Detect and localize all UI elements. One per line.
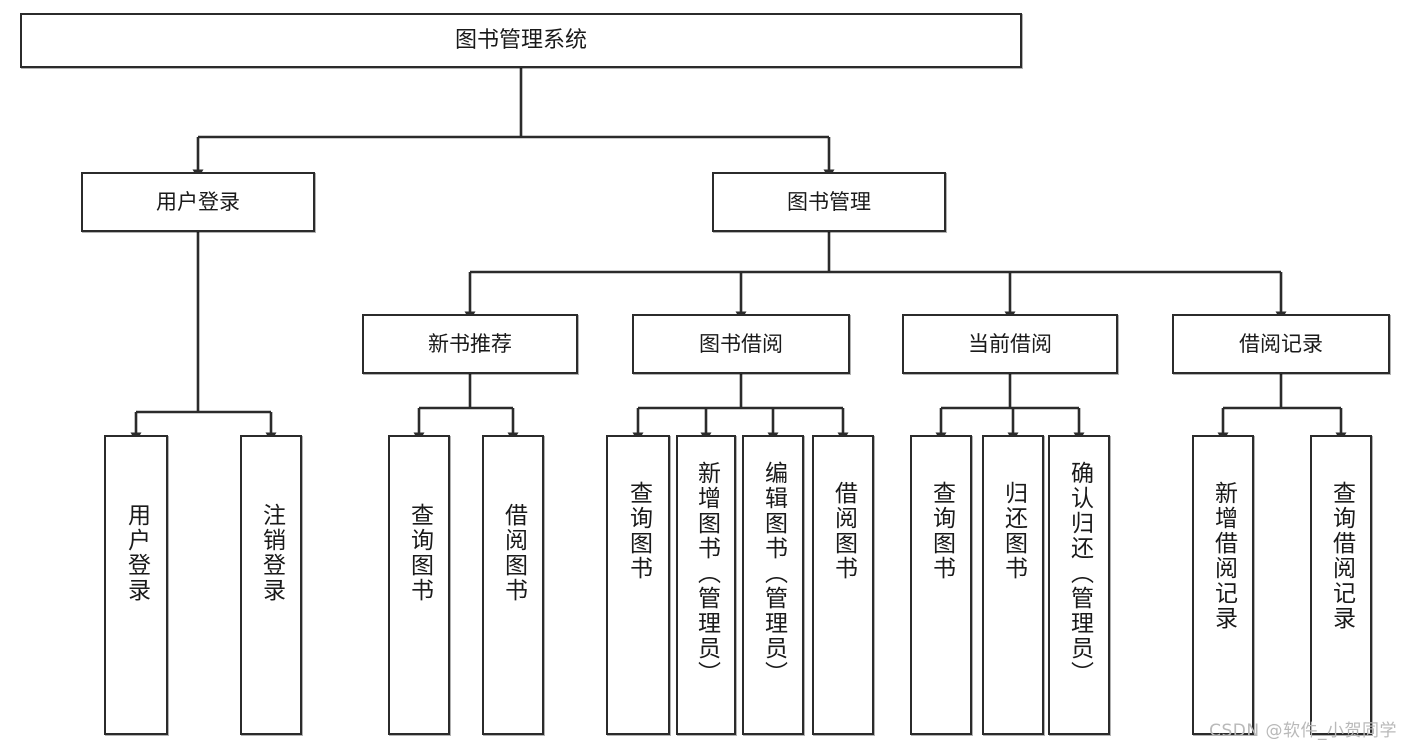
node-current[interactable]: 当前借阅 (902, 314, 1118, 374)
node-label: 图书借阅 (699, 331, 783, 356)
node-nb_query[interactable]: 查询图书 (388, 435, 450, 735)
node-nb_borrow[interactable]: 借阅图书 (482, 435, 544, 735)
node-borrow[interactable]: 图书借阅 (632, 314, 850, 374)
node-label: 借阅记录 (1239, 331, 1323, 356)
node-cur_return[interactable]: 归还图书 (982, 435, 1044, 735)
node-label: 注销登录 (258, 503, 285, 603)
node-label: 归还图书 (1000, 481, 1027, 581)
node-label: 图书管理系统 (454, 27, 587, 53)
node-rec_query[interactable]: 查询借阅记录 (1310, 435, 1372, 735)
node-label: 新书推荐 (428, 331, 512, 356)
node-l_login[interactable]: 用户登录 (104, 435, 168, 735)
node-root[interactable]: 图书管理系统 (20, 13, 1022, 68)
node-newbook[interactable]: 新书推荐 (362, 314, 578, 374)
watermark-text: CSDN @软件_小贺同学 (1209, 721, 1397, 741)
node-rec_add[interactable]: 新增借阅记录 (1192, 435, 1254, 735)
node-label: 新增图书（管理员） (693, 461, 720, 686)
node-bw_edit[interactable]: 编辑图书（管理员） (742, 435, 804, 735)
node-label: 编辑图书（管理员） (760, 461, 787, 686)
node-label: 图书管理 (787, 189, 871, 214)
node-label: 查询借阅记录 (1328, 481, 1355, 631)
node-bookmgmt[interactable]: 图书管理 (712, 172, 946, 232)
node-bw_add[interactable]: 新增图书（管理员） (676, 435, 736, 735)
node-label: 借阅图书 (500, 503, 527, 603)
node-records[interactable]: 借阅记录 (1172, 314, 1390, 374)
node-cur_confirm[interactable]: 确认归还（管理员） (1048, 435, 1110, 735)
connector-lines (130, 68, 1347, 442)
node-bw_lend[interactable]: 借阅图书 (812, 435, 874, 735)
node-l_logout[interactable]: 注销登录 (240, 435, 302, 735)
node-label: 确认归还（管理员） (1066, 461, 1093, 686)
node-label: 用户登录 (123, 503, 150, 603)
node-cur_query[interactable]: 查询图书 (910, 435, 972, 735)
node-bw_query[interactable]: 查询图书 (606, 435, 670, 735)
node-label: 用户登录 (156, 189, 240, 214)
node-label: 新增借阅记录 (1210, 481, 1237, 631)
node-label: 查询图书 (406, 503, 433, 603)
node-label: 查询图书 (625, 481, 652, 581)
node-label: 借阅图书 (830, 481, 857, 581)
node-login[interactable]: 用户登录 (81, 172, 315, 232)
node-label: 查询图书 (928, 481, 955, 581)
node-label: 当前借阅 (968, 331, 1052, 356)
